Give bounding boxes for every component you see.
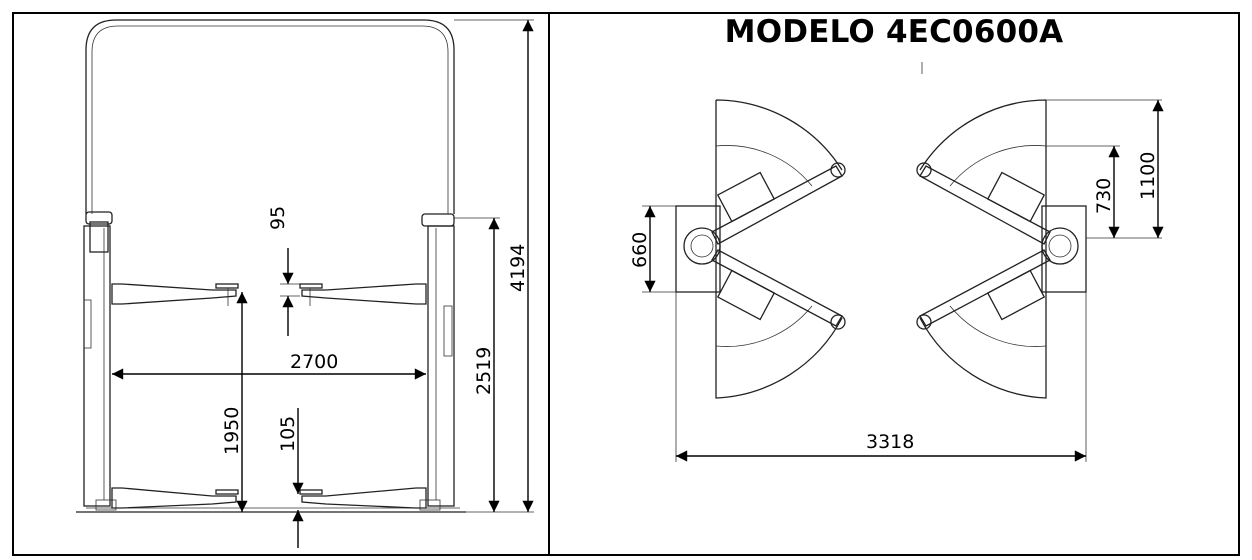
upper-arms xyxy=(111,283,427,306)
right-arm-swing xyxy=(916,99,1087,399)
dimension-4194: 4194 xyxy=(507,244,529,292)
dimension-660: 660 xyxy=(629,232,651,268)
dimension-2519: 2519 xyxy=(473,347,495,395)
dimension-2700: 2700 xyxy=(290,351,338,373)
dimension-105: 105 xyxy=(277,416,299,452)
top-view: 660 1100 730 3318 xyxy=(629,62,1164,462)
left-base-plate xyxy=(675,205,721,293)
panel-divider xyxy=(548,12,550,556)
dimension-1100: 1100 xyxy=(1137,152,1159,200)
drawing-frame xyxy=(12,12,1240,556)
front-view: 2700 1950 95 105 2519 4194 xyxy=(76,19,534,548)
dimension-3318: 3318 xyxy=(866,431,914,453)
dimension-95: 95 xyxy=(267,206,289,230)
overhead-arch xyxy=(85,19,455,214)
right-base-plate xyxy=(1041,205,1087,293)
model-title: MODELO 4EC0600A xyxy=(724,14,1064,50)
dimension-1950: 1950 xyxy=(221,407,243,455)
motor-unit xyxy=(89,221,109,253)
left-arm-swing xyxy=(675,99,846,399)
lower-arms xyxy=(111,487,427,509)
left-column xyxy=(83,211,117,511)
dimension-730: 730 xyxy=(1093,178,1115,214)
right-column xyxy=(419,213,455,511)
